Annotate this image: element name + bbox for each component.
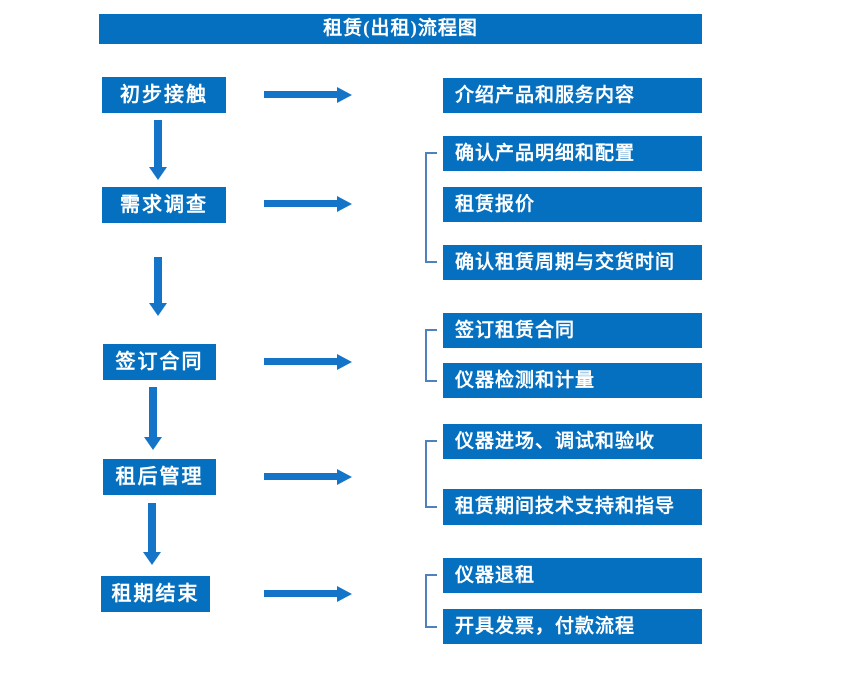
group-bracket bbox=[425, 329, 437, 382]
detail-box-rental-tech-support: 租赁期间技术支持和指导 bbox=[443, 489, 702, 525]
arrow-shaft bbox=[149, 387, 157, 438]
arrow-down-icon bbox=[142, 387, 164, 450]
arrow-head bbox=[337, 87, 352, 103]
arrow-down-icon bbox=[147, 120, 169, 180]
step-box-lease-end: 租期结束 bbox=[101, 576, 210, 612]
arrow-head bbox=[144, 437, 162, 450]
arrow-head bbox=[143, 552, 161, 565]
step-box-initial-contact: 初步接触 bbox=[102, 77, 226, 113]
arrow-right-icon bbox=[264, 352, 354, 372]
flowchart-title: 租赁(出租)流程图 bbox=[99, 14, 702, 44]
detail-box-rental-quote: 租赁报价 bbox=[443, 187, 702, 222]
arrow-shaft bbox=[264, 358, 338, 365]
arrow-shaft bbox=[264, 91, 338, 98]
arrow-head bbox=[337, 469, 352, 485]
arrow-shaft bbox=[154, 257, 162, 304]
arrow-down-icon bbox=[141, 503, 163, 565]
arrow-shaft bbox=[264, 200, 338, 207]
detail-box-confirm-rental-period-delivery: 确认租赁周期与交货时间 bbox=[443, 245, 702, 280]
detail-box-instrument-return: 仪器退租 bbox=[443, 558, 702, 593]
arrow-head bbox=[149, 167, 167, 180]
arrow-right-icon bbox=[264, 194, 354, 214]
step-box-demand-survey: 需求调查 bbox=[102, 187, 226, 223]
group-bracket bbox=[425, 440, 437, 508]
arrow-right-icon bbox=[264, 584, 354, 604]
detail-box-sign-rental-contract: 签订租赁合同 bbox=[443, 313, 702, 348]
arrow-head bbox=[337, 354, 352, 370]
detail-box-confirm-product-details: 确认产品明细和配置 bbox=[443, 136, 702, 171]
arrow-shaft bbox=[148, 503, 156, 553]
arrow-head bbox=[337, 586, 352, 602]
detail-box-instrument-testing-metering: 仪器检测和计量 bbox=[443, 363, 702, 398]
group-bracket bbox=[425, 574, 437, 628]
detail-box-instrument-setup-acceptance: 仪器进场、调试和验收 bbox=[443, 424, 702, 459]
group-bracket bbox=[425, 152, 437, 263]
arrow-shaft bbox=[264, 590, 338, 597]
arrow-head bbox=[149, 303, 167, 316]
arrow-shaft bbox=[264, 473, 338, 480]
arrow-head bbox=[337, 196, 352, 212]
step-box-post-rental-management: 租后管理 bbox=[103, 459, 216, 495]
arrow-down-icon bbox=[147, 257, 169, 316]
detail-box-invoice-payment: 开具发票，付款流程 bbox=[443, 609, 702, 644]
detail-box-introduce-products-services: 介绍产品和服务内容 bbox=[443, 78, 702, 113]
arrow-right-icon bbox=[264, 85, 354, 105]
arrow-right-icon bbox=[264, 467, 354, 487]
step-box-contract-signing: 签订合同 bbox=[103, 344, 216, 380]
arrow-shaft bbox=[154, 120, 162, 168]
